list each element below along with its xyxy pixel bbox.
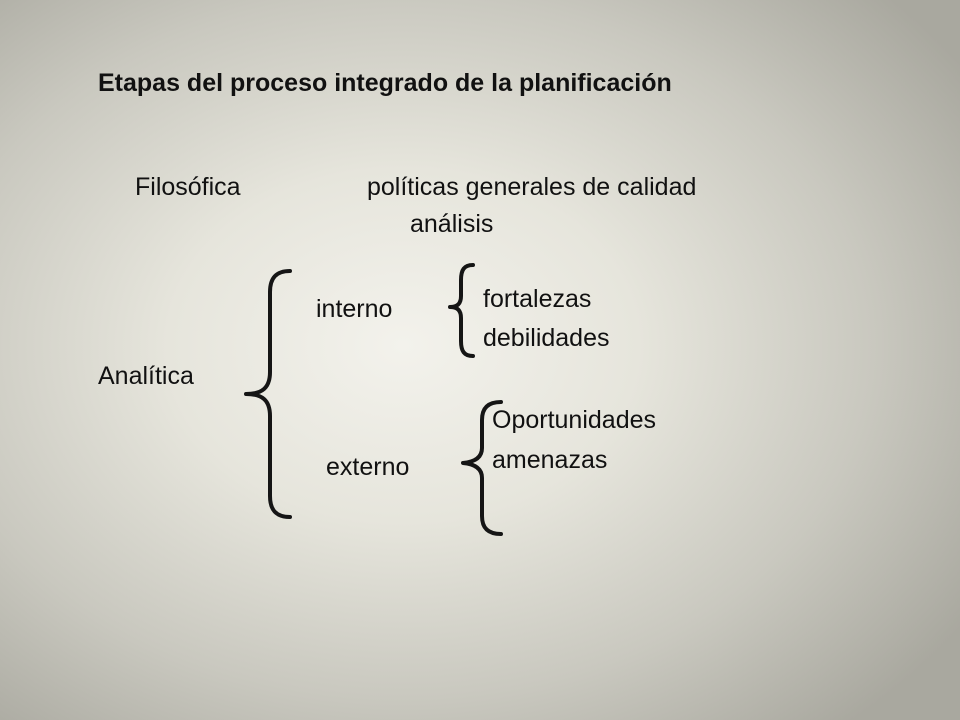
brace-interno bbox=[448, 263, 475, 358]
externo-item-amenazas: amenazas bbox=[492, 446, 608, 474]
stage-analitica-label: Analítica bbox=[98, 362, 194, 390]
branch-externo-label: externo bbox=[326, 453, 410, 481]
interno-item-fortalezas: fortalezas bbox=[483, 285, 592, 313]
stage-filosofica-description: políticas generales de calidad bbox=[367, 173, 697, 201]
branch-interno-label: interno bbox=[316, 295, 393, 323]
interno-item-debilidades: debilidades bbox=[483, 324, 610, 352]
slide-title: Etapas del proceso integrado de la plani… bbox=[98, 69, 672, 97]
externo-item-oportunidades: Oportunidades bbox=[492, 406, 657, 434]
analysis-label: análisis bbox=[410, 210, 494, 238]
stage-filosofica-label: Filosófica bbox=[135, 173, 241, 201]
brace-externo bbox=[461, 400, 503, 536]
brace-analitica bbox=[244, 269, 292, 519]
